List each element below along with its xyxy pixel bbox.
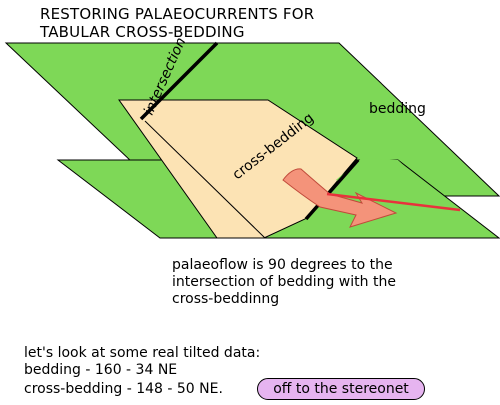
caption-line-1: palaeoflow is 90 degrees to the xyxy=(172,257,393,273)
caption-line-2: intersection of bedding with the xyxy=(172,274,396,290)
slide-title-line-2: TABULAR CROSS-BEDDING xyxy=(40,23,245,41)
caption-line-3: cross-beddinng xyxy=(172,291,280,307)
cross-bedding-slab xyxy=(118,99,358,239)
palaeoflow-arrow xyxy=(326,192,461,212)
stereonet-link-button[interactable]: off to the stereonet xyxy=(257,378,425,400)
data-intro-text: let's look at some real tilted data: xyxy=(24,345,261,361)
cross-bedding-fold-line xyxy=(144,120,266,239)
lower-intersection-line xyxy=(304,158,360,221)
upper-intersection-line xyxy=(139,41,219,121)
curved-flow-arrow xyxy=(282,168,398,228)
slide-title-line-1: RESTORING PALAEOCURRENTS FOR xyxy=(40,5,315,23)
bedding-remnant xyxy=(336,158,452,211)
bedding-data-text: bedding - 160 - 34 NE xyxy=(24,362,178,378)
cross-bedding-data-text: cross-bedding - 148 - 50 NE. xyxy=(24,381,223,397)
bedding-label: bedding xyxy=(369,101,426,117)
